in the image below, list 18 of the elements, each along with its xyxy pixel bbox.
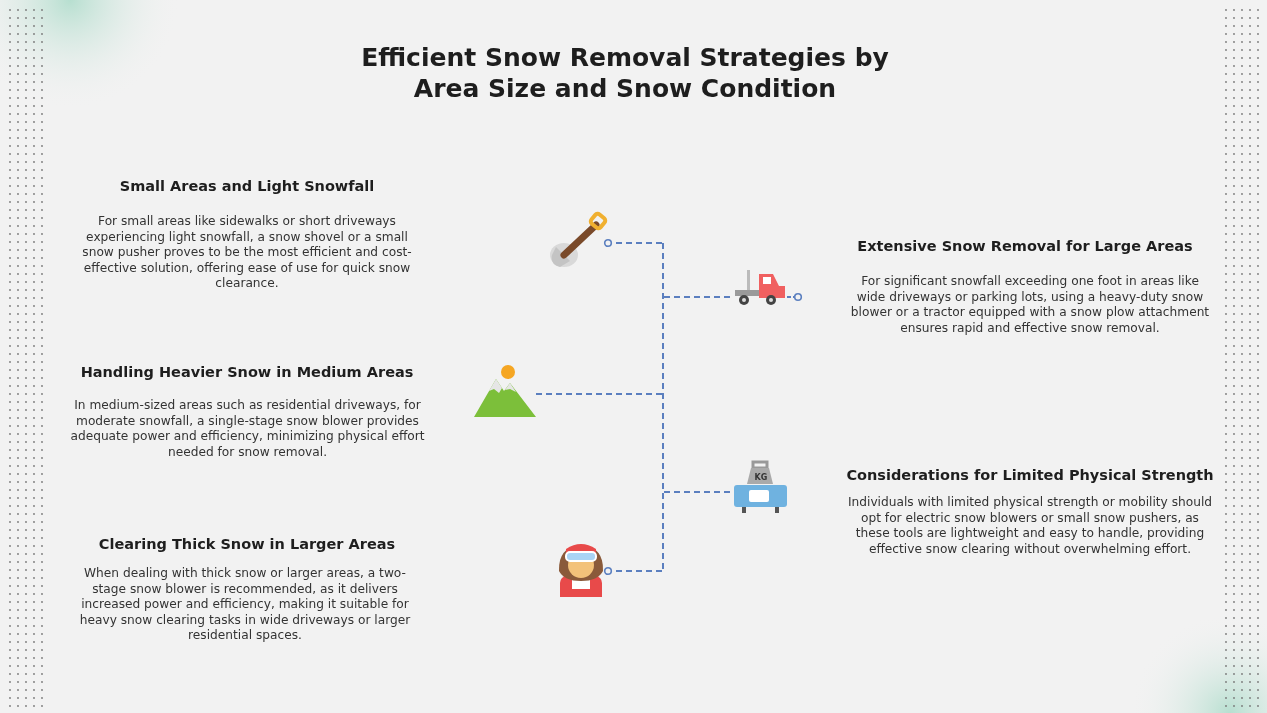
description-text: For significant snowfall exceeding one foot in areas like wide driveways or parking lots, using a heavy-duty snow blower or a tractor equipped with a snow plow attachment ensures rapid and effective snow removal. [849,274,1211,337]
dashed-connector [535,393,663,395]
connector-trunk [662,243,664,571]
weight-label: KG [753,473,769,482]
dashed-connector [603,566,663,576]
dashed-connector [603,238,663,248]
description-text: When dealing with thick snow or larger areas, a two-stage snow blower is recommended, as it delivers increased power and efficiency, making it suitable for heavy snow clearing tasks in wide driveways or larger residential spaces. [78,566,412,644]
section-heading: Extensive Snow Removal for Large Areas [856,237,1194,255]
description-text: For small areas like sidewalks or short driveways experiencing light snowfall, a snow shovel or a small snow pusher proves to be the most efficient and cost-effective solution, offering ease of use for quick snow clearance. [81,214,413,292]
section-heading: Considerations for Limited Physical Strength [845,466,1215,484]
scale-icon [733,460,788,515]
mountain-icon [474,363,536,419]
section-heading: Handling Heavier Snow in Medium Areas [79,363,415,381]
section-heading: Small Areas and Light Snowfall [118,177,376,195]
description-text: In medium-sized areas such as residential driveways, for moderate snowfall, a single-stage snow blower provides adequate power and efficiency, minimizing physical effort needed for snow removal. [70,398,425,461]
section-heading: Clearing Thick Snow in Larger Areas [97,535,397,553]
description-text: Individuals with limited physical strength or mobility should opt for electric snow blowers or small snow pushers, as these tools are lightweight and easy to handle, providing effective snow clearing without overwhelming effort. [846,495,1214,558]
title: Efficient Snow Removal Strategies by Area Size and Snow Condition [360,42,890,104]
